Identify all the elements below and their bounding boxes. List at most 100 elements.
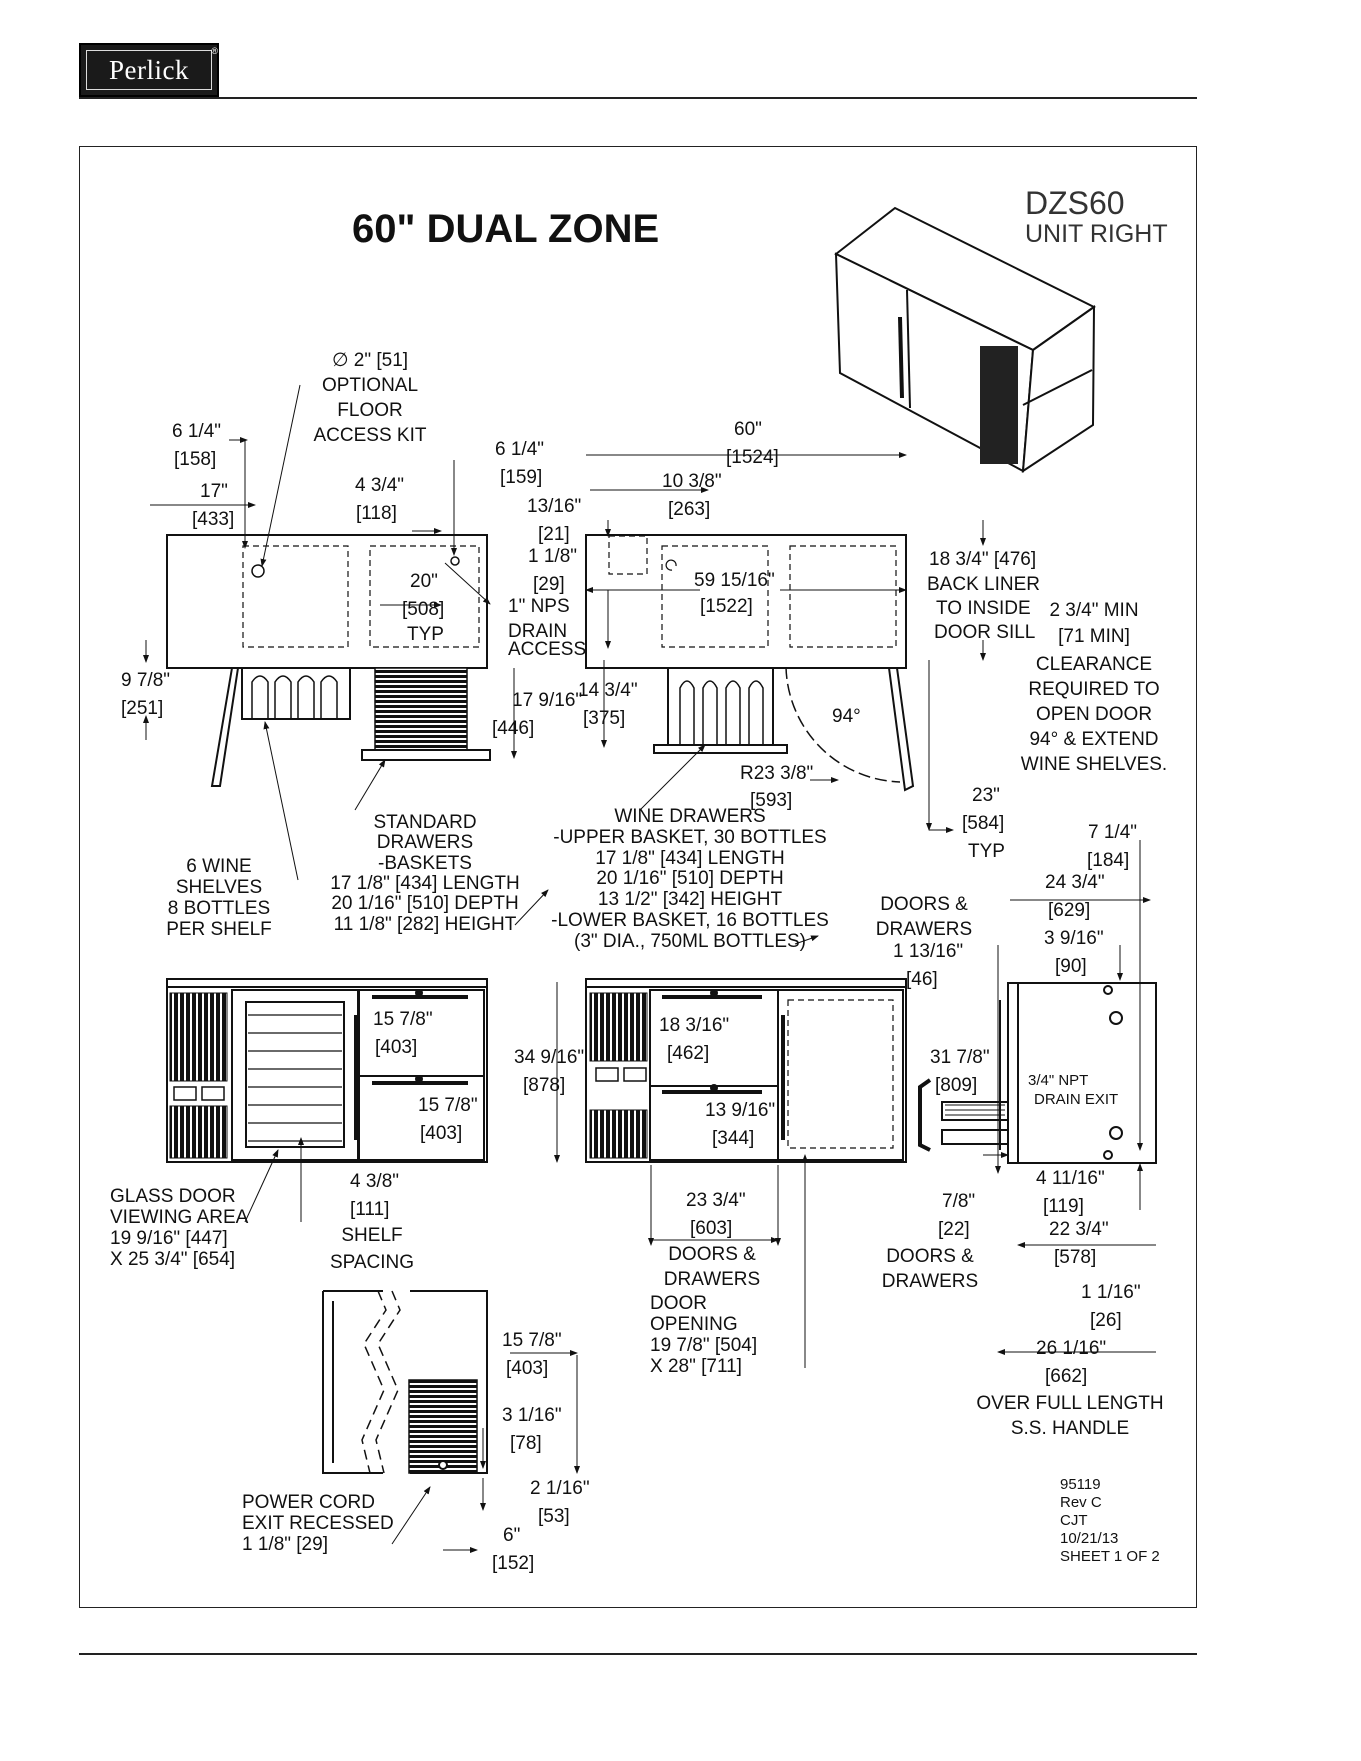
back-liner-line-3: TO INSIDE [936,598,1031,619]
perlick-logo: Perlick ® [79,43,219,97]
std-drawers-line-6: 11 1/8" [282] HEIGHT [334,914,517,935]
wine-drawers-line-6: -LOWER BASKET, 16 BOTTLES [551,910,829,931]
wine-shelves-line-3: 8 BOTTLES [168,898,270,919]
dim-6-1-4-left: 6 1/4" [172,421,221,442]
door-radius: R23 3/8" [740,763,813,784]
clearance-line-6: 94° & EXTEND [1029,729,1158,750]
dim-13-9-16: 13 9/16" [705,1100,775,1121]
logo-registered-mark: ® [211,46,218,56]
door-radius-metric: [593] [750,790,792,811]
dim-4-3-4: 4 3/4" [355,475,404,496]
door-opening-line-1: DOOR [650,1293,707,1314]
dim-31-7-8-metric: [809] [935,1075,977,1096]
dim-59-15-16: 59 15/16" [694,570,775,591]
dim-23-metric: [584] [962,813,1004,834]
dim-6-1-4-right: 6 1/4" [495,439,544,460]
dim-60: 60" [734,419,762,440]
handle-note-1: OVER FULL LENGTH [976,1393,1163,1414]
revision-date: 10/21/13 [1060,1530,1118,1547]
rear-dim-6-metric: [152] [492,1553,534,1574]
door-opening-note: DOOR OPENING 19 7/8" [504] X 28" [711] [650,1293,757,1377]
top-view-left [166,534,491,787]
glass-door-note: GLASS DOOR VIEWING AREA 19 9/16" [447] X… [110,1186,249,1270]
wine-shelves-line-4: PER SHELF [166,919,272,940]
dim-9-7-8: 9 7/8" [121,670,170,691]
dim-22-3-4-metric: [578] [1054,1247,1096,1268]
dim-10-3-8: 10 3/8" [662,471,722,492]
clearance-line-7: WINE SHELVES. [1021,754,1167,775]
dim-15-7-8-top: 15 7/8" [373,1009,433,1030]
back-liner-line-1: 18 3/4" [476] [929,549,1036,570]
power-cord-line-1: POWER CORD [242,1492,375,1513]
glass-door-line-3: 19 9/16" [447] [110,1228,228,1249]
swing-angle: 94° [832,706,861,727]
dim-23-3-4: 23 3/4" [686,1190,746,1211]
dim-7-8: 7/8" [942,1191,975,1212]
wine-drawers-line-1: WINE DRAWERS [614,806,765,827]
rear-dim-3-1-16-metric: [78] [510,1433,542,1454]
rear-dim-15-7-8: 15 7/8" [502,1330,562,1351]
power-cord-line-3: 1 1/8" [29] [242,1534,328,1555]
back-liner-line-4: DOOR SILL [934,622,1035,643]
dim-17-9-16: 17 9/16" [512,690,582,711]
back-liner-line-2: BACK LINER [927,574,1040,595]
drawing-number: 95119 [1060,1476,1101,1493]
dim-7-1-4-metric: [184] [1087,850,1129,871]
wine-shelves-line-1: 6 WINE [186,856,251,877]
std-drawers-line-2: DRAWERS [377,832,473,853]
dim-34-9-16-metric: [878] [523,1075,565,1096]
std-drawers-line-4: 17 1/8" [434] LENGTH [330,873,519,894]
std-drawers-line-3: -BASKETS [378,853,472,874]
revision-letter: Rev C [1060,1494,1102,1511]
drain-exit-line-1: 3/4" NPT [1028,1072,1088,1089]
dimension-lines [143,384,1156,1553]
dim-17-metric: [433] [192,509,234,530]
wine-drawers-line-2: -UPPER BASKET, 30 BOTTLES [553,827,826,848]
side-doors-drawers-3: DOORS & [886,1246,974,1267]
dim-15-7-8-bottom: 15 7/8" [418,1095,478,1116]
rear-dim-15-7-8-metric: [403] [506,1358,548,1379]
front-view-right [585,978,907,1163]
dim-15-7-8-bottom-metric: [403] [420,1123,462,1144]
power-cord-note: POWER CORD EXIT RECESSED 1 1/8" [29] [242,1492,394,1555]
dim-1-13-16: 1 13/16" [893,941,963,962]
dim-10-3-8-metric: [263] [668,499,710,520]
drawing-frame [79,146,1197,1608]
dim-15-7-8-top-metric: [403] [375,1037,417,1058]
drain-exit-line-2: DRAIN EXIT [1034,1091,1118,1108]
glass-door-line-2: VIEWING AREA [110,1207,249,1228]
dim-23-typ: TYP [968,841,1005,862]
dim-1-1-8-metric: [29] [533,574,565,595]
clearance-line-4: REQUIRED TO [1028,679,1159,700]
dim-26-1-16-metric: [662] [1045,1366,1087,1387]
wine-drawers-line-3: 17 1/8" [434] LENGTH [595,848,784,869]
dim-7-8-metric: [22] [938,1219,970,1240]
unit-orientation: UNIT RIGHT [1025,220,1168,248]
handle-note-2: S.S. HANDLE [1011,1418,1129,1439]
dim-13-16: 13/16" [527,496,581,517]
dim-shelf-spacing-metric: [111] [350,1199,389,1220]
dim-17: 17" [200,481,228,502]
dim-3-9-16: 3 9/16" [1044,928,1104,949]
dim-1-1-16: 1 1/16" [1081,1282,1141,1303]
rear-dim-2-1-16: 2 1/16" [530,1478,590,1499]
wine-shelves-line-2: SHELVES [176,877,262,898]
wine-drawers-line-4: 20 1/16" [510] DEPTH [596,868,783,889]
dim-shelf-spacing: 4 3/8" [350,1171,399,1192]
dim-4-3-4-metric: [118] [356,503,397,524]
glass-door-line-1: GLASS DOOR [110,1186,236,1207]
wine-shelves-callout: 6 WINE SHELVES 8 BOTTLES PER SHELF [166,856,272,940]
dim-34-9-16: 34 9/16" [514,1047,584,1068]
clearance-note: 2 3/4" MIN [71 MIN] CLEARANCE REQUIRED T… [1021,600,1167,775]
power-cord-line-2: EXIT RECESSED [242,1513,394,1534]
dim-1-1-8: 1 1/8" [528,546,577,567]
std-drawers-line-5: 20 1/16" [510] DEPTH [331,893,518,914]
shelf-spacing-label-1: SHELF [341,1225,402,1246]
dim-13-9-16-metric: [344] [712,1128,754,1149]
top-view-right [585,534,915,792]
isometric-unit [834,206,1096,473]
dim-14-3-4-metric: [375] [583,708,625,729]
floor-kit-line-3: FLOOR [337,400,402,421]
doors-drawers-label-2: DRAWERS [664,1269,760,1290]
sheet-number: SHEET 1 OF 2 [1060,1548,1160,1565]
